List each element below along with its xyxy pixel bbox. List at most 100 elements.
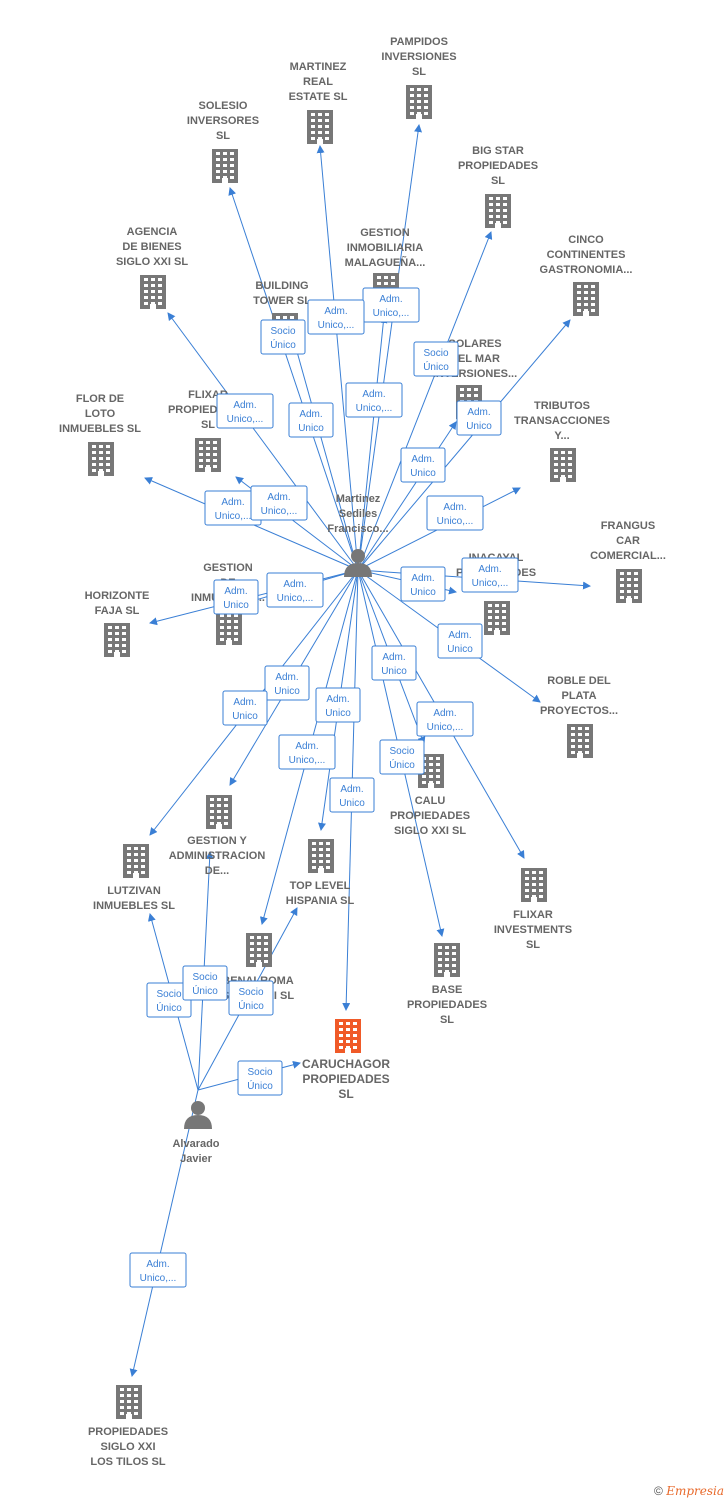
company-tributos[interactable]: TRIBUTOSTRANSACCIONESY... (514, 400, 610, 482)
role-badge[interactable]: Adm.Unico (329, 777, 375, 813)
role-badge[interactable]: Adm.Unico,... (426, 495, 484, 531)
role-badge[interactable]: Adm.Unico (400, 447, 446, 483)
role-badge[interactable]: Adm.Unico,... (216, 393, 274, 429)
role-badge[interactable]: Adm.Unico,... (362, 287, 420, 323)
company-cinco[interactable]: CINCOCONTINENTESGASTRONOMIA... (540, 234, 633, 316)
node-label-line: SIGLO XXI SL (116, 256, 188, 268)
role-badge[interactable]: Adm.Unico,... (416, 701, 474, 737)
role-badge[interactable]: Adm.Unico,... (278, 734, 336, 770)
role-badge-text: Adm. (221, 497, 244, 508)
node-label-line: INVESTMENTS (494, 924, 572, 936)
role-badge[interactable]: Adm.Unico,... (307, 299, 365, 335)
role-badge[interactable]: Adm.Unico,... (461, 557, 519, 593)
edge-martinez-bigstar (357, 231, 493, 571)
role-badge-text: Unico,... (227, 414, 264, 425)
node-label-line: Sediles (339, 508, 378, 520)
role-badge-text: Adm. (295, 741, 318, 752)
node-label-line: SOLESIO (199, 100, 248, 112)
role-badge-text: Adm. (326, 694, 349, 705)
node-label-line: CARUCHAGOR (302, 1057, 390, 1071)
node-label-line: PROPIEDADES (458, 160, 538, 172)
building-icon (307, 110, 333, 144)
node-label-line: LUTZIVAN (107, 885, 161, 897)
role-badge[interactable]: Adm.Unico (264, 665, 310, 701)
node-label-line: FAJA SL (95, 605, 140, 617)
role-badge-text: Socio (192, 972, 217, 983)
role-badge-text: Único (423, 360, 449, 373)
person-martinez[interactable]: MartinezSedilesFrancisco... (327, 493, 389, 577)
role-badge-text: Unico,... (373, 308, 410, 319)
role-badge-text: Unico (298, 423, 324, 434)
role-badge-text: Adm. (467, 407, 490, 418)
node-label-line: DE BIENES (122, 241, 181, 253)
building-icon (484, 601, 510, 635)
company-gestion-admin[interactable]: GESTION YADMINISTRACIONDE... (169, 795, 266, 877)
role-badge[interactable]: Adm.Unico (437, 623, 483, 659)
role-badge[interactable]: Adm.Unico,... (129, 1252, 187, 1288)
role-badge-text: Adm. (443, 502, 466, 513)
role-badge-text: Adm. (146, 1259, 169, 1270)
role-badge-text: Adm. (299, 409, 322, 420)
role-badge[interactable]: Adm.Unico (456, 400, 502, 436)
role-badge-text: Unico (223, 600, 249, 611)
building-icon (616, 569, 642, 603)
node-label-line: BIG STAR (472, 145, 524, 157)
node-label-line: SOLARES (448, 338, 501, 350)
role-badge[interactable]: Adm.Unico (213, 579, 259, 615)
role-badge[interactable]: Adm. Unico,... (266, 572, 324, 608)
role-badge-text: Unico,... (318, 320, 355, 331)
node-label-line: COMERCIAL... (590, 550, 666, 562)
building-icon (212, 149, 238, 183)
role-badge[interactable]: Adm. Unico (315, 687, 361, 723)
building-icon (88, 442, 114, 476)
building-icon (406, 85, 432, 119)
role-badge-text: Unico (325, 708, 351, 719)
node-label-line: Alvarado (172, 1138, 219, 1150)
building-icon (434, 943, 460, 977)
edge-martinez-agencia (167, 312, 359, 571)
node-label-line: BUILDING (255, 280, 308, 292)
role-badge-text: Unico,... (277, 593, 314, 604)
role-badge-text: Adm. (283, 579, 306, 590)
role-badge-text: Adm. (478, 564, 501, 575)
company-frangus[interactable]: FRANGUSCARCOMERCIAL... (590, 520, 666, 603)
role-badge[interactable]: Adm. Unico (288, 402, 334, 438)
role-badge-text: Adm. (267, 492, 290, 503)
node-label-line: GESTION (360, 227, 410, 239)
node-label-line: FRANGUS (601, 520, 655, 532)
role-badge[interactable]: Adm.Unico,... (250, 485, 308, 521)
edge-martinez-building (287, 322, 359, 571)
company-roble[interactable]: ROBLE DELPLATAPROYECTOS... (540, 675, 618, 758)
role-badge[interactable]: Adm.Unico (371, 645, 417, 681)
node-label-line: SL (491, 175, 505, 187)
role-badge-text: Único (247, 1079, 273, 1092)
building-icon (485, 194, 511, 228)
node-label-line: Martinez (336, 493, 381, 505)
role-badge[interactable]: Adm.Unico (400, 566, 446, 602)
node-label-line: FLOR DE (76, 393, 124, 405)
role-badge[interactable]: Adm.Unico (222, 690, 268, 726)
role-badge[interactable]: Adm.Unico,... (345, 382, 403, 418)
company-bigstar[interactable]: BIG STAR PROPIEDADES SL (458, 145, 538, 228)
role-badge-text: Adm. (275, 672, 298, 683)
